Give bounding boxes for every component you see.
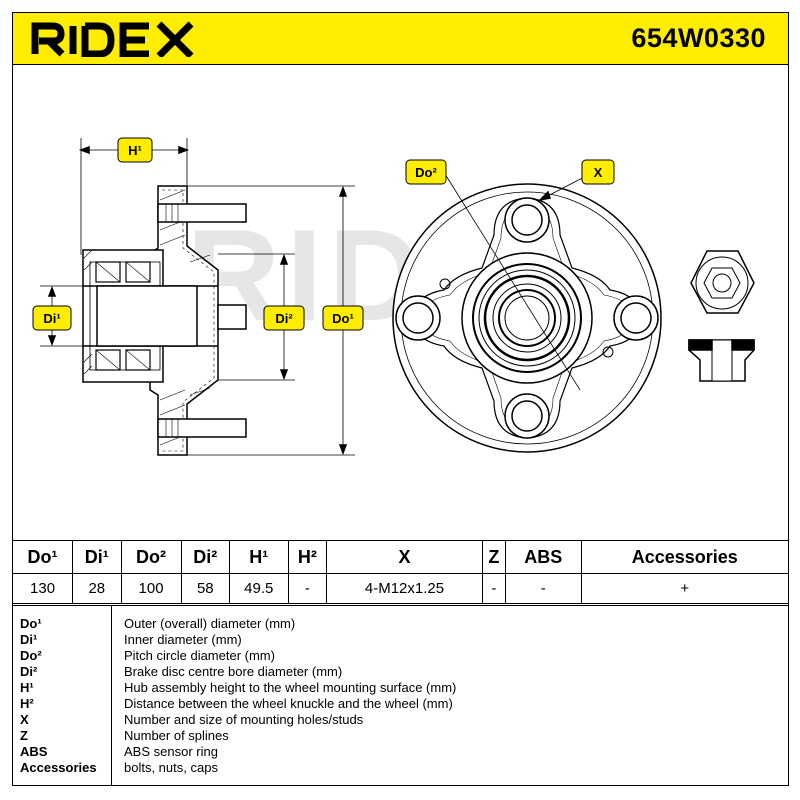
col-h1: H¹ xyxy=(229,540,289,574)
specs-table: Do¹ Di¹ Do² Di² H¹ H² X Z ABS Accessorie… xyxy=(11,540,790,604)
col-di2: Di² xyxy=(180,540,231,574)
svg-text:Di¹: Di¹ xyxy=(43,311,60,326)
col-x: X xyxy=(326,540,483,574)
col-h2: H² xyxy=(287,540,328,574)
svg-text:X: X xyxy=(594,165,603,180)
value-do1: 130 xyxy=(11,573,74,604)
value-z: - xyxy=(481,573,506,604)
value-h2: - xyxy=(287,573,328,604)
col-di1: Di¹ xyxy=(72,540,122,574)
ridex-logo xyxy=(31,21,194,57)
col-accessories: Accessories xyxy=(580,540,790,574)
svg-text:H¹: H¹ xyxy=(128,143,142,158)
legend-divider xyxy=(111,606,112,786)
front-view xyxy=(392,173,662,453)
side-view xyxy=(40,138,355,456)
value-abs: - xyxy=(504,573,582,604)
part-number: 654W0330 xyxy=(631,23,766,53)
value-di2: 58 xyxy=(180,573,231,604)
label-h1: H¹ xyxy=(117,137,153,163)
label-do2: Do² xyxy=(405,159,447,185)
value-accessories: + xyxy=(580,573,790,604)
specs-value-row: 130 28 100 58 49.5 - 4-M12x1.25 - - + xyxy=(11,573,790,604)
col-z: Z xyxy=(481,540,506,574)
label-x: X xyxy=(581,159,615,185)
header-bar: 654W0330 xyxy=(12,12,789,65)
label-do1: Do¹ xyxy=(322,305,364,331)
drawing-frame xyxy=(12,64,789,786)
value-do2: 100 xyxy=(120,573,182,604)
value-h1: 49.5 xyxy=(229,573,289,604)
col-do2: Do² xyxy=(120,540,182,574)
value-x: 4-M12x1.25 xyxy=(326,573,483,604)
nut-views xyxy=(688,250,755,382)
col-abs: ABS xyxy=(504,540,582,574)
value-di1: 28 xyxy=(72,573,122,604)
svg-text:Do²: Do² xyxy=(415,165,437,180)
col-do1: Do¹ xyxy=(11,540,74,574)
specs-header-row: Do¹ Di¹ Do² Di² H¹ H² X Z ABS Accessorie… xyxy=(11,540,790,574)
svg-text:Di²: Di² xyxy=(275,311,293,326)
technical-drawing: RIDEX xyxy=(32,137,755,456)
label-di1: Di¹ xyxy=(32,305,72,331)
label-di2: Di² xyxy=(263,305,305,331)
svg-text:Do¹: Do¹ xyxy=(332,311,354,326)
